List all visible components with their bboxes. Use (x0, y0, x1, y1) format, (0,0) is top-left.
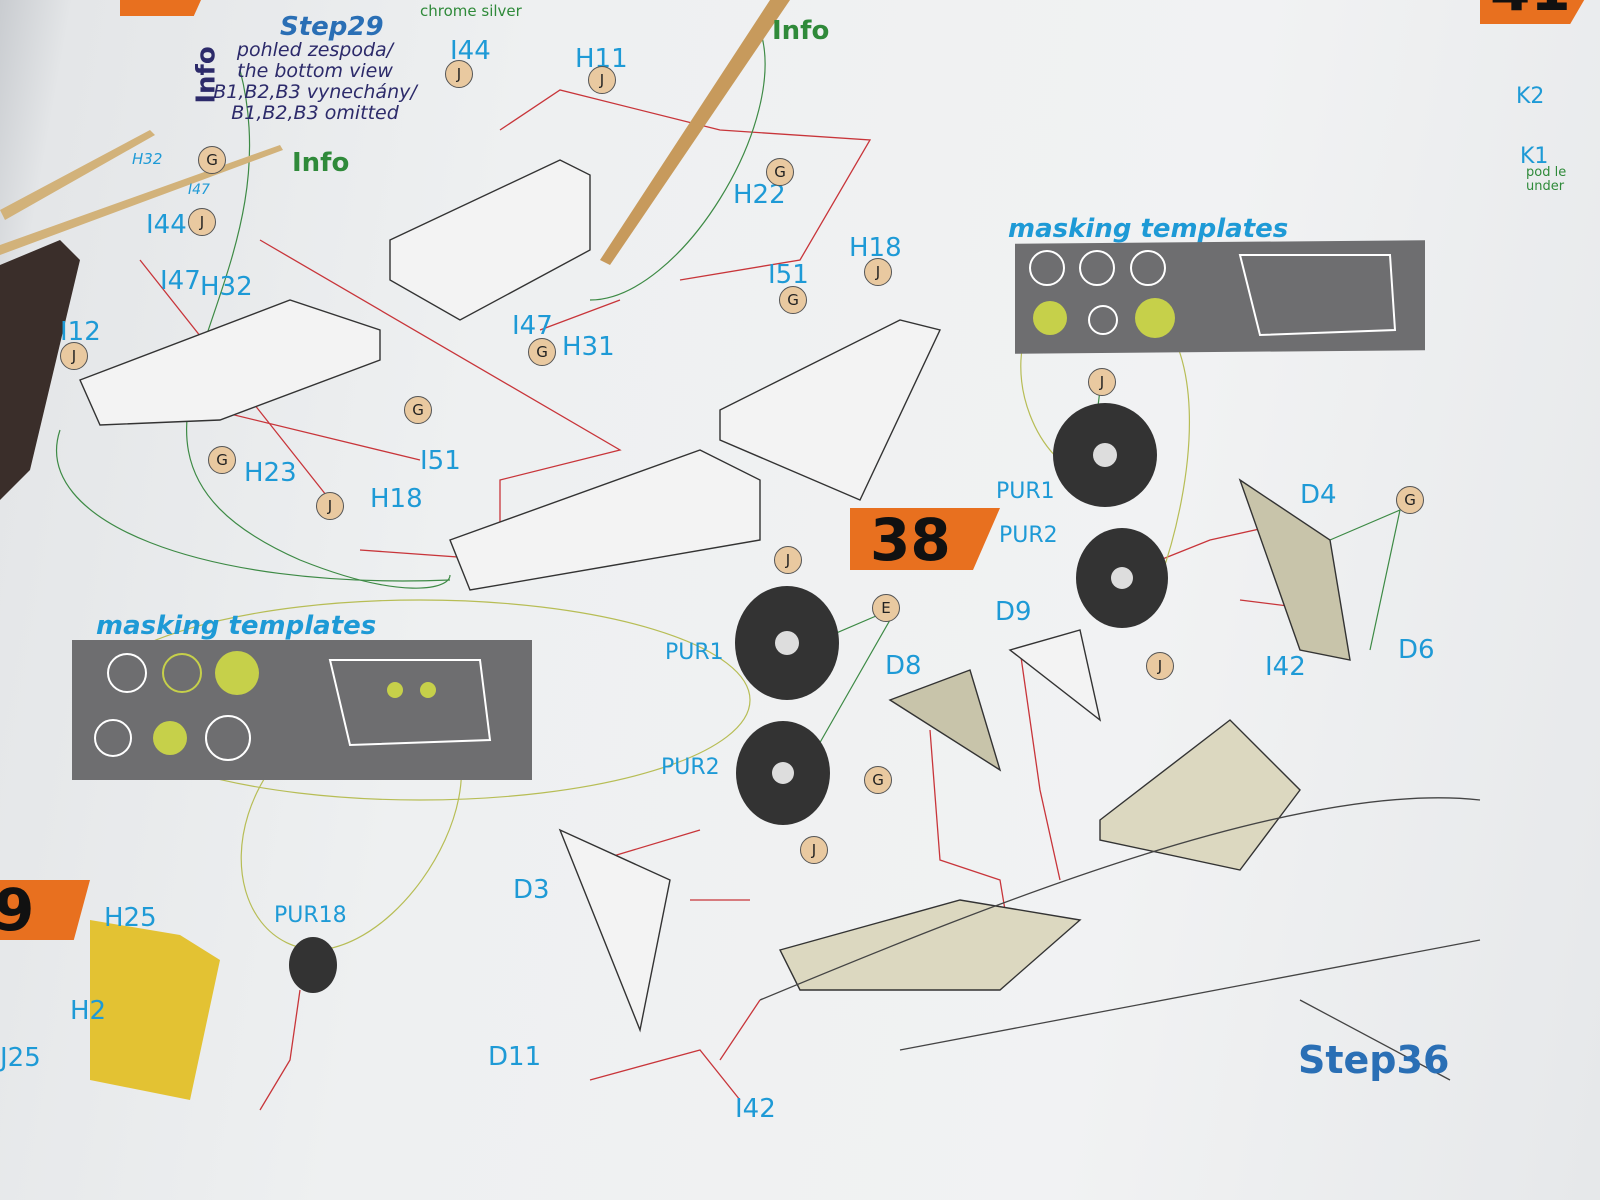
part-label: K1 (1520, 144, 1549, 169)
assembly-lines (89, 89, 1321, 1111)
paint-badge: G (198, 146, 233, 181)
part-label: I47 (160, 266, 201, 296)
part-label: I42 (735, 1094, 776, 1124)
paint-badge: J (316, 492, 351, 527)
part-label: I44 (146, 210, 187, 240)
part-label: I51 (420, 446, 461, 476)
paint-badge: G (404, 396, 439, 431)
info-label: Info (292, 148, 350, 178)
step-39-marker: 9 (0, 880, 90, 940)
part-label: H2 (70, 996, 107, 1026)
part-label: D3 (513, 875, 550, 905)
part-label: PUR18 (274, 903, 347, 928)
part-label: PUR1 (665, 640, 724, 665)
part-label: H18 (370, 484, 423, 514)
paint-badge: J (1088, 368, 1123, 403)
part-label: I47 (512, 311, 553, 341)
hubs (772, 443, 1133, 784)
bays (79, 159, 1351, 1033)
paint-badge: G (1396, 486, 1431, 521)
paint-note: chrome silver (420, 2, 522, 20)
part-label: I47 (188, 182, 210, 198)
paint-badge: G (208, 446, 243, 481)
part-label: J25 (0, 1043, 41, 1073)
masking-templates-title: masking templates (1008, 214, 1289, 244)
part-label: D11 (488, 1042, 542, 1072)
part-label: PUR1 (996, 479, 1055, 504)
masking-template-sheet (72, 640, 532, 780)
paint-badge: G (779, 286, 814, 321)
part-label: H25 (104, 903, 157, 933)
part-label: H31 (562, 332, 615, 362)
paint-badge: J (800, 836, 835, 871)
step-37-marker: 37 (120, 0, 210, 16)
callout-lines (56, 29, 1401, 761)
part-label: D9 (995, 597, 1032, 627)
step36-title: Step36 (1298, 1038, 1450, 1082)
masking-tape (90, 920, 220, 1100)
toothpicks-and-pencil (0, 0, 790, 500)
part-label: PUR2 (661, 755, 720, 780)
part-label: H32 (200, 272, 253, 302)
paint-badge: J (864, 258, 899, 293)
paint-badge: J (588, 66, 623, 101)
part-label: H23 (244, 458, 297, 488)
masking-templates-title: masking templates (96, 611, 377, 641)
paint-badge: E (872, 594, 907, 629)
info-label: Info (772, 16, 830, 46)
part-label: K2 (1516, 84, 1545, 109)
part-label: I12 (60, 317, 101, 347)
paint-badge: J (1146, 652, 1181, 687)
part-label: D8 (885, 651, 922, 681)
part-label: D4 (1300, 480, 1337, 510)
paint-badge: G (528, 338, 563, 373)
step29-title: Step29 (280, 12, 384, 42)
step-38-marker: 38 (850, 508, 1000, 570)
paint-badge: J (188, 208, 223, 243)
part-label: D6 (1398, 635, 1435, 665)
paint-badge: J (774, 546, 809, 581)
part-label: H32 (132, 150, 163, 168)
part-label: PUR2 (999, 523, 1058, 548)
paint-badge: G (864, 766, 899, 801)
paint-badge: G (766, 158, 801, 193)
paint-badge: J (60, 342, 95, 377)
step-41-marker: 41 (1480, 0, 1590, 24)
paint-badge: J (445, 60, 480, 95)
fuselage-outline (759, 797, 1481, 1081)
part-label: I51 (768, 260, 809, 290)
part-label: I42 (1265, 652, 1306, 682)
